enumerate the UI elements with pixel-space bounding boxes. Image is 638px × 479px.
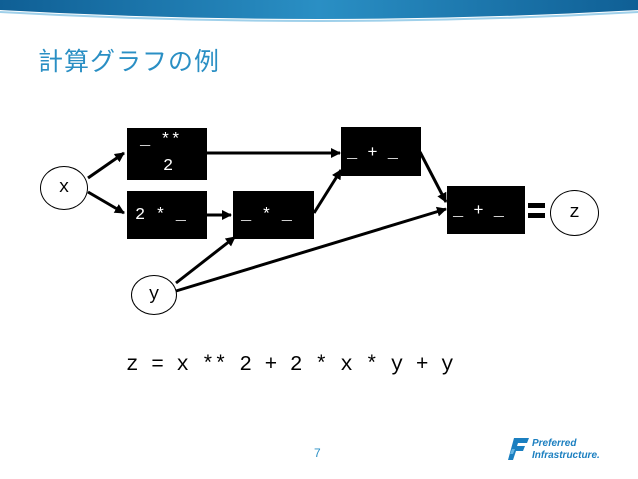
equals-sign — [528, 203, 545, 218]
edge-x-pow — [87, 151, 125, 180]
node-add-1-label: _ + _ — [347, 144, 399, 163]
slide-title: 計算グラフの例 — [38, 47, 221, 76]
edge-x-mul2 — [87, 190, 125, 215]
node-power-line1: _ ** — [140, 131, 181, 150]
logo-text-line1: Preferred — [532, 438, 577, 449]
node-y: y — [131, 275, 177, 315]
node-x: x — [40, 166, 88, 210]
node-power-line2: 2 — [163, 157, 174, 176]
node-add-2: _ + _ — [447, 186, 525, 234]
node-x-label: x — [58, 178, 70, 198]
node-z-label: z — [569, 203, 580, 223]
node-y-label: y — [148, 285, 160, 305]
node-mul-2: 2 * _ — [127, 191, 207, 239]
edge-y-add2 — [175, 206, 447, 293]
edge-add1-add2 — [418, 151, 448, 203]
top-banner — [0, 0, 638, 22]
node-power: _ ** 2 — [127, 128, 207, 180]
node-add-1: _ + _ — [341, 127, 421, 176]
node-mul-label: _ * _ — [241, 206, 293, 225]
node-z: z — [550, 190, 599, 236]
node-mul: _ * _ — [233, 191, 314, 239]
node-add-2-label: _ + _ — [453, 202, 505, 221]
logo-text-line2: Infrastructure. — [532, 450, 600, 461]
preferred-infrastructure-logo-mark — [508, 438, 529, 460]
formula: z = x ** 2 + 2 * x * y + y — [126, 354, 454, 377]
page-number: 7 — [314, 446, 321, 460]
edge-mul-add1 — [312, 169, 343, 214]
node-mul-2-label: 2 * _ — [135, 206, 187, 225]
edge-y-mul — [175, 235, 236, 285]
